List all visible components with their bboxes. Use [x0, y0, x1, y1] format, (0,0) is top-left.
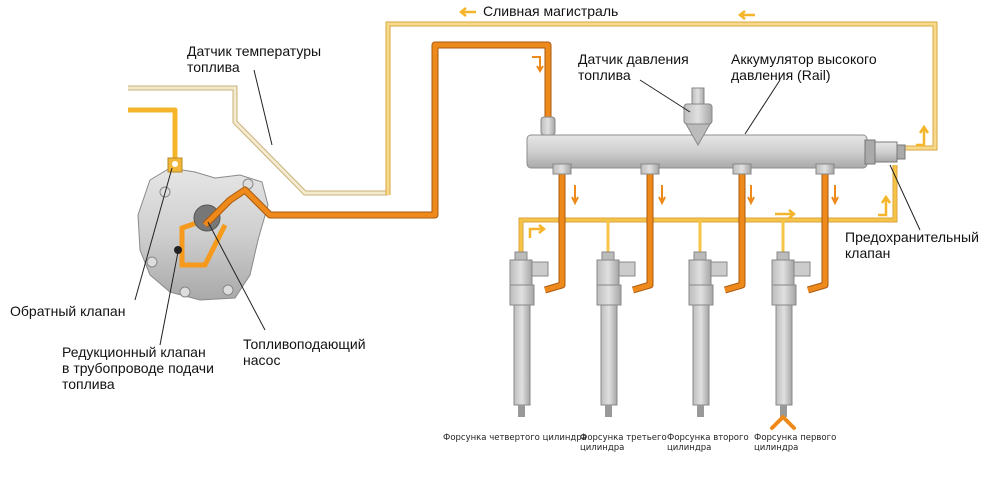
- arrow-down-icon: [658, 185, 666, 206]
- arrow-up-icon: [878, 194, 892, 217]
- high-pressure-line: [202, 41, 552, 228]
- arrow-left-icon: [737, 10, 755, 20]
- temperature-sensor-label: Датчик температуры топлива: [187, 43, 322, 75]
- injector-2-label: Форсунка второго цилиндра: [667, 433, 749, 453]
- injector-4-label: Форсунка четвертого цилиндра: [443, 433, 587, 443]
- arrow-left-icon: [458, 7, 476, 17]
- pressure-sensor-label: Датчик давления топлива: [578, 51, 689, 83]
- reduction-valve-label: Редукционный клапан в трубопроводе подач…: [62, 344, 214, 392]
- arrow-right-icon: [775, 209, 797, 219]
- injector-4: [509, 251, 549, 417]
- safety-valve: [864, 139, 906, 165]
- drain-line-label: Сливная магистраль: [483, 3, 619, 19]
- leader-lines: [134, 69, 921, 346]
- pump-label: Топливоподающий насос: [243, 336, 366, 368]
- arrow-down-icon: [571, 185, 579, 206]
- injectors: [509, 251, 811, 430]
- injector-1: [770, 251, 811, 430]
- fuel-pump: [137, 157, 269, 301]
- arrow-down-icon: [532, 56, 544, 73]
- drain-line: [385, 21, 938, 195]
- injector-1-label: Форсунка первого цилиндра: [754, 433, 837, 453]
- check-valve-label: Обратный клапан: [10, 303, 126, 319]
- flow-arrows: [458, 7, 930, 238]
- rail-label: Аккумулятор высокого давления (Rail): [731, 51, 877, 83]
- safety-valve-label: Предохранительный клапан: [845, 229, 979, 261]
- arrow-up-icon: [916, 124, 930, 147]
- arrow-down-icon: [747, 185, 755, 206]
- injector-2: [688, 251, 728, 417]
- arrow-down-icon: [831, 185, 839, 206]
- pressure-sensor: [683, 87, 713, 147]
- injector-3: [596, 251, 636, 417]
- injector-pipes: [544, 170, 829, 294]
- injector-return-line: [518, 165, 898, 255]
- temperature-sensor-line: [128, 85, 388, 196]
- injector-3-label: Форсунка третьего цилиндра: [580, 433, 667, 453]
- arrow-right-icon: [528, 224, 547, 238]
